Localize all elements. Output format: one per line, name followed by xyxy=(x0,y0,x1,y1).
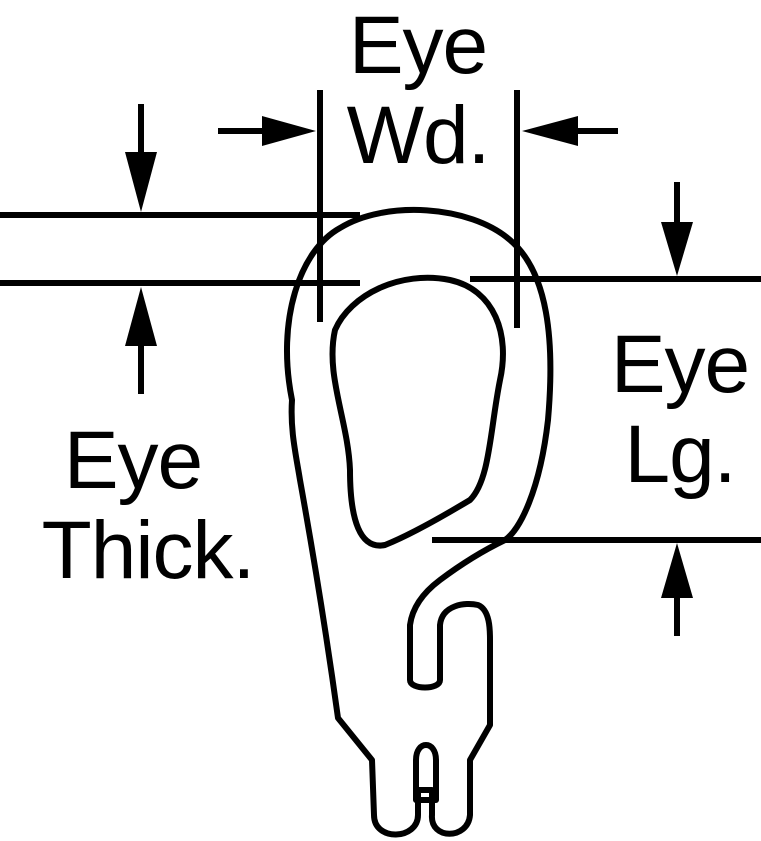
eye-width-label-line2: Wd. xyxy=(347,90,490,181)
eye-length-label-line2: Lg. xyxy=(625,409,736,500)
eye-length-dimension xyxy=(432,182,761,636)
terminal-outer-contour xyxy=(284,206,554,838)
eye-thickness-arrowhead-top xyxy=(125,152,157,212)
terminal-outline xyxy=(284,206,554,838)
tip-slot xyxy=(413,742,439,803)
eye-thickness-label-line1: Eye xyxy=(64,415,202,506)
eye-thickness-label-line2: Thick. xyxy=(42,505,255,596)
eye-length-arrowhead-bottom xyxy=(661,543,693,598)
eye-width-arrowhead-right xyxy=(522,116,578,146)
eye-length-arrowhead-top xyxy=(661,222,693,276)
eye-width-label-line1: Eye xyxy=(349,0,487,91)
eye-thickness-dimension xyxy=(0,104,360,394)
eye-width-arrowhead-left xyxy=(262,116,316,146)
eye-length-label-line1: Eye xyxy=(611,319,749,410)
eye-opening xyxy=(329,274,506,549)
eye-thickness-arrowhead-bottom xyxy=(125,287,157,346)
